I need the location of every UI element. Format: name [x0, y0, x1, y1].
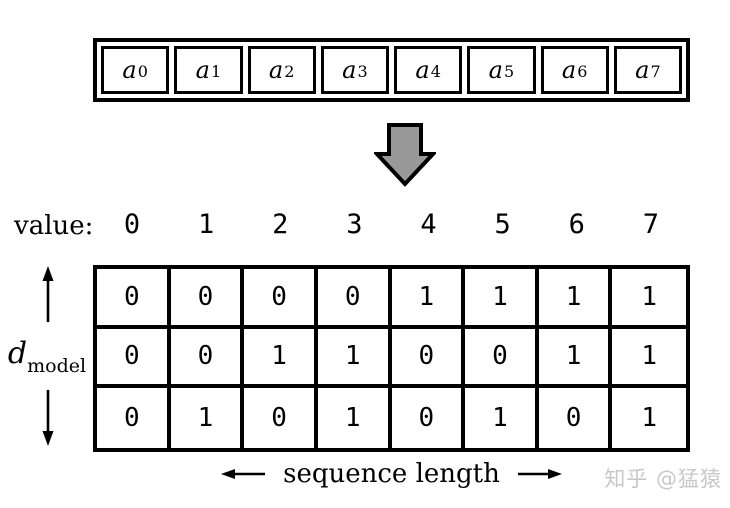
value-index: 7 [642, 209, 660, 240]
dmodel-base: d [7, 336, 28, 371]
matrix-cell: 0 [97, 328, 171, 389]
up-arrow-icon [42, 266, 54, 322]
matrix-cell: 1 [465, 269, 539, 329]
matrix-cell: 1 [641, 403, 658, 434]
matrix-cell: 0 [317, 269, 392, 329]
value-index: 5 [494, 209, 511, 240]
token-base: a [635, 56, 650, 84]
matrix-cell: 0 [465, 328, 539, 389]
matrix-cell: 0 [170, 328, 245, 389]
matrix-cell: 1 [317, 328, 392, 389]
right-arrow-icon [517, 469, 562, 479]
matrix-cell: 0 [97, 388, 171, 448]
sequence-length-label: sequence length [283, 459, 500, 489]
value-index: 6 [568, 209, 585, 240]
matrix-cell: 1 [391, 269, 466, 329]
token-base: a [268, 56, 284, 84]
down-block-arrow-shape [374, 123, 436, 187]
matrix-cell: 1 [612, 329, 686, 389]
token-base: a [342, 56, 357, 84]
token-subscript: 3 [357, 62, 368, 81]
left-arrow-icon [221, 469, 266, 479]
matrix-cell: 1 [244, 328, 318, 389]
matrix-cell: 0 [244, 269, 318, 329]
value-index: 0 [123, 209, 141, 240]
matrix-cell: 1 [538, 328, 613, 389]
token-base: a [122, 56, 137, 84]
token-base: a [488, 56, 503, 84]
matrix-cell: 0 [391, 328, 466, 389]
matrix-cell: 0 [539, 388, 613, 448]
token-subscript: 1 [210, 62, 222, 81]
matrix-cell: 1 [612, 269, 686, 329]
value-index: 2 [272, 209, 289, 240]
binary-encoding-matrix: 0 0 0 0 1 1 1 1 0 0 1 1 0 0 1 1 0 1 0 1 … [93, 265, 690, 452]
token-subscript: 0 [137, 62, 148, 81]
dmodel-subscript: model [27, 355, 87, 377]
token-base: a [561, 56, 577, 84]
token-subscript: 7 [650, 62, 661, 81]
token-subscript: 5 [503, 62, 515, 81]
token-base: a [195, 56, 210, 84]
matrix-cell: 0 [97, 269, 171, 329]
down-arrow-icon [42, 390, 54, 446]
value-index-row: 0 1 2 3 4 5 6 7 [95, 209, 688, 241]
token-subscript: 4 [430, 62, 441, 81]
matrix-cell: 1 [318, 388, 392, 448]
value-index: 3 [346, 209, 363, 240]
watermark: 知乎 @猛猿 [604, 467, 722, 491]
token-base: a [415, 56, 430, 84]
dmodel-label: dmodel [0, 336, 94, 377]
down-block-arrow-icon [374, 123, 436, 187]
matrix-cell: 0 [244, 388, 318, 448]
value-label: value: [14, 211, 94, 241]
matrix-cell: 1 [538, 269, 613, 329]
matrix-cell: 0 [170, 269, 245, 329]
value-index: 1 [198, 209, 215, 240]
value-index: 4 [420, 209, 437, 240]
token-subscript: 2 [284, 62, 295, 81]
matrix-cell: 1 [465, 388, 539, 448]
sequence-length-axis: sequence length [93, 459, 690, 489]
matrix-cell: 1 [171, 388, 245, 448]
matrix-cell: 0 [392, 388, 466, 448]
token-subscript: 6 [577, 62, 588, 81]
